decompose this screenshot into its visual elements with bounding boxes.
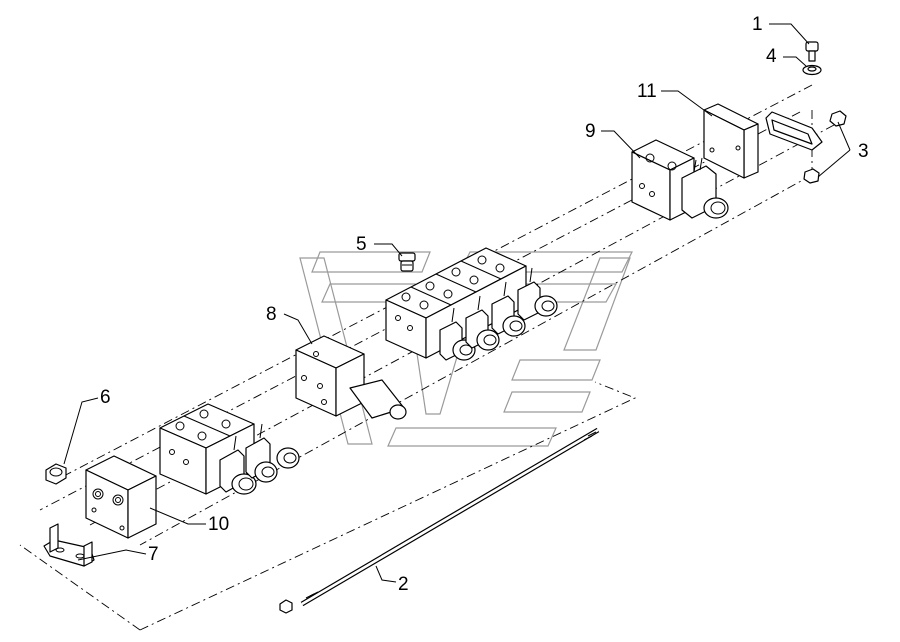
callout-7: 7 <box>148 544 159 565</box>
callout-10: 10 <box>208 514 229 535</box>
part-bracket-right <box>765 111 823 151</box>
part-1-screw <box>805 41 819 62</box>
part-3-nut-top <box>829 110 847 127</box>
callout-11: 11 <box>637 81 657 102</box>
part-4-washer <box>802 64 822 76</box>
callout-2: 2 <box>398 574 409 595</box>
part-3-nut-bottom <box>803 168 820 184</box>
callout-labels: 1 2 3 4 5 6 7 8 9 10 11 <box>100 14 869 595</box>
callout-9: 9 <box>585 121 596 142</box>
part-2-rod-nut <box>279 599 293 614</box>
callout-4: 4 <box>766 46 777 67</box>
part-8-intermediate-block <box>295 335 407 420</box>
part-9-end-valve <box>631 139 729 221</box>
part-11-end-plate <box>703 103 759 179</box>
callout-6: 6 <box>100 387 111 408</box>
callout-1: 1 <box>752 14 763 35</box>
callout-8: 8 <box>266 304 277 325</box>
part-5-fitting <box>398 252 416 272</box>
callout-3: 3 <box>858 141 869 162</box>
part-7-bracket <box>43 523 95 567</box>
watermark-logo <box>299 251 633 447</box>
left-valve-block <box>159 403 300 495</box>
callout-5: 5 <box>356 234 367 255</box>
main-valve-block <box>385 247 558 361</box>
part-2-tie-rod <box>300 427 600 607</box>
part-6-plug <box>45 463 67 485</box>
part-10-inlet-block <box>85 455 157 539</box>
leader-lines <box>63 23 851 583</box>
